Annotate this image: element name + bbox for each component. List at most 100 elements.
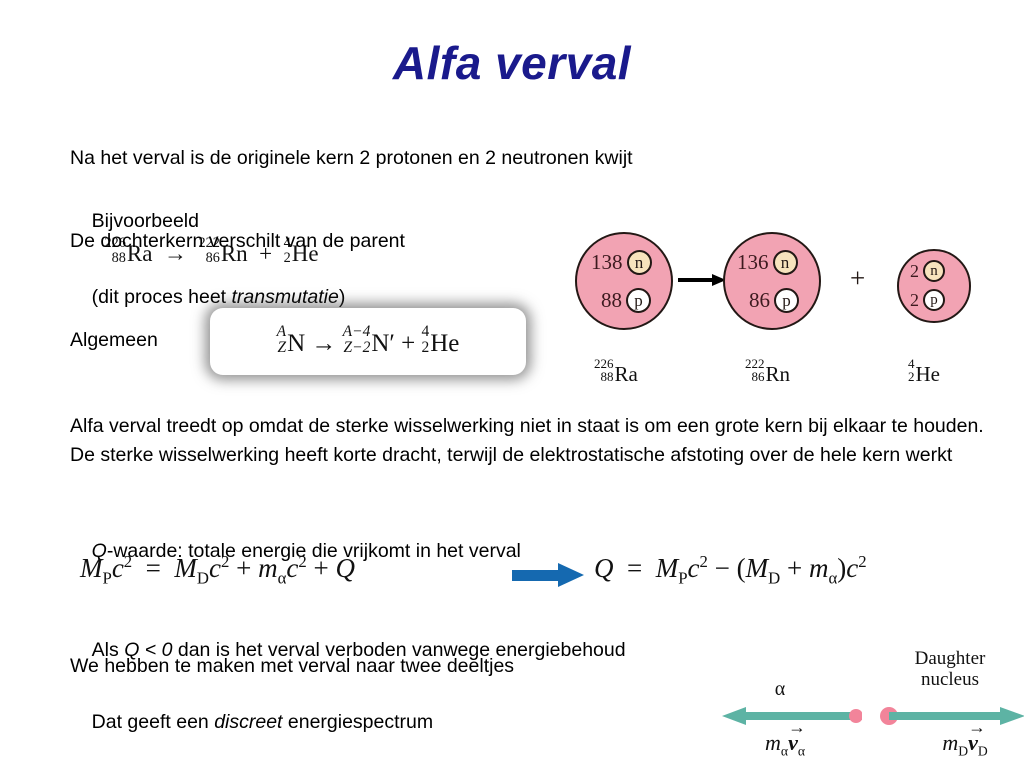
alpha-momentum-arrow-icon — [722, 707, 862, 725]
daughter-text-line2: (dit proces heet transmutatie) — [70, 256, 346, 339]
alpha-mass-subscript: α — [780, 743, 789, 759]
equals-operator: = — [145, 553, 161, 583]
c-symbol: c — [286, 553, 299, 583]
daughter-mass-symbol: m — [942, 730, 959, 755]
neutron-badge-icon: n — [772, 250, 798, 275]
momentum-conservation-diagram: Daughter nucleus α mα→vα mD→vD — [700, 648, 1024, 766]
alpha-label-symbol: He — [915, 361, 941, 386]
mass-daughter-subscript: D — [768, 568, 781, 588]
discreet-suffix: energiespectrum — [282, 710, 434, 733]
q-condition-emphasis: Q < 0 — [124, 638, 173, 661]
daughter-neutron-count: 136 — [737, 250, 769, 274]
daughter-neutron-row: 136 n — [737, 250, 798, 275]
c-exponent: 2 — [858, 552, 867, 571]
plus-operator: + — [313, 553, 329, 583]
mass-alpha: m — [258, 553, 278, 583]
nuclide-rn-symbol: Rn — [220, 241, 248, 267]
mass-alpha-subscript: α — [828, 568, 838, 588]
q-value-equation: Q = MPc2 − (MD + mα)c2 — [594, 552, 867, 588]
q-term: Q — [594, 553, 614, 583]
blue-implies-arrow-icon — [512, 563, 584, 587]
negative-q-statement: Als Q < 0 dan is het verval verboden van… — [70, 609, 626, 692]
discreet-prefix: Dat geeft een — [91, 710, 215, 733]
mass-daughter: M — [174, 553, 197, 583]
example-label: Bijvoorbeeld — [91, 209, 199, 232]
c-exponent: 2 — [699, 552, 708, 571]
mass-alpha: m — [808, 553, 829, 583]
q-value-rest: -waarde: totale energie die vrijkomt in … — [106, 539, 521, 562]
daughter-proton-row: 86 p — [749, 288, 799, 313]
daughter-text-prefix: (dit proces heet — [91, 285, 232, 308]
intro-text: Na het verval is de originele kern 2 pro… — [70, 147, 633, 169]
daughter-caption-line1: Daughter — [914, 648, 986, 669]
daughter-text-line1: De dochterkern verschilt van de parent — [70, 230, 405, 252]
daughter-caption-line2: nucleus — [920, 669, 980, 691]
diagram-plus-sign: + — [850, 263, 866, 293]
minus-operator: − — [714, 553, 730, 583]
page-title: Alfa verval — [392, 37, 632, 89]
daughter-text-suffix: ) — [338, 285, 346, 308]
c-symbol: c — [111, 553, 124, 583]
alpha-mass-symbol: m — [765, 730, 781, 755]
mass-parent: M — [655, 553, 679, 583]
parent-nucleus-circle — [575, 232, 673, 330]
daughter-proton-count: 86 — [749, 288, 770, 312]
nuclide-generic-nprime-symbol: N′ — [371, 330, 395, 358]
transmutatie-emphasis: transmutatie — [231, 285, 339, 308]
alpha-neutron-row: 2 n — [910, 260, 945, 282]
daughter-nucleus-caption: Daughter nucleus — [890, 648, 1010, 691]
two-particle-decay-text: We hebben te maken met verval naar twee … — [70, 655, 515, 677]
alpha-velocity-subscript: α — [797, 743, 805, 759]
alpha-proton-row: 2 p — [910, 289, 945, 311]
equals-operator: = — [627, 553, 643, 583]
mass-daughter-subscript: D — [196, 568, 209, 588]
mass-parent: M — [80, 553, 103, 583]
mass-alpha-subscript: α — [277, 568, 287, 588]
proton-badge-icon: p — [626, 288, 651, 313]
als-suffix: dan is het verval verboden vanwege energ… — [172, 638, 626, 661]
c-exponent: 2 — [123, 552, 133, 571]
daughter-momentum-expression: mD→vD — [942, 717, 988, 759]
nuclide-he-symbol: He — [291, 241, 319, 267]
alpha-proton-count: 2 — [910, 290, 919, 310]
main-paragraph: Alfa verval treedt op omdat de sterke wi… — [70, 415, 990, 466]
nucleus-decay-diagram: 138 n 88 p 136 n 86 p + 2 n — [560, 225, 1020, 395]
nuclide-generic-he-symbol: He — [430, 330, 460, 358]
parent-proton-count: 88 — [601, 288, 622, 312]
parent-label-symbol: Ra — [614, 361, 638, 386]
alpha-caption: α — [774, 678, 786, 700]
general-label: Algemeen — [70, 329, 158, 351]
c-exponent: 2 — [220, 552, 230, 571]
general-reaction-arrow: → — [311, 330, 337, 358]
plus-operator: + — [236, 553, 252, 583]
nuclide-generic-n-symbol: N — [287, 330, 306, 358]
reaction-arrow: → — [163, 241, 187, 267]
discrete-spectrum-text: Dat geeft een discreet energiespectrum — [70, 681, 433, 764]
daughter-velocity-symbol: v — [968, 730, 978, 755]
parent-proton-row: 88 p — [601, 288, 651, 313]
decay-arrow-icon — [678, 274, 726, 286]
alpha-momentum-expression: mα→vα — [765, 717, 806, 759]
daughter-momentum-arrow-icon — [880, 707, 1024, 725]
plus-operator: + — [259, 241, 273, 267]
neutron-badge-icon: n — [923, 260, 945, 282]
q-value-definition: Q-waarde: totale energie die vrijkomt in… — [70, 510, 521, 593]
discreet-emphasis: discreet — [214, 710, 283, 733]
c-symbol: c — [209, 553, 221, 583]
daughter-label-symbol: Rn — [765, 361, 791, 386]
daughter-nucleus-circle — [723, 232, 821, 330]
parent-neutron-row: 138 n — [591, 250, 652, 275]
